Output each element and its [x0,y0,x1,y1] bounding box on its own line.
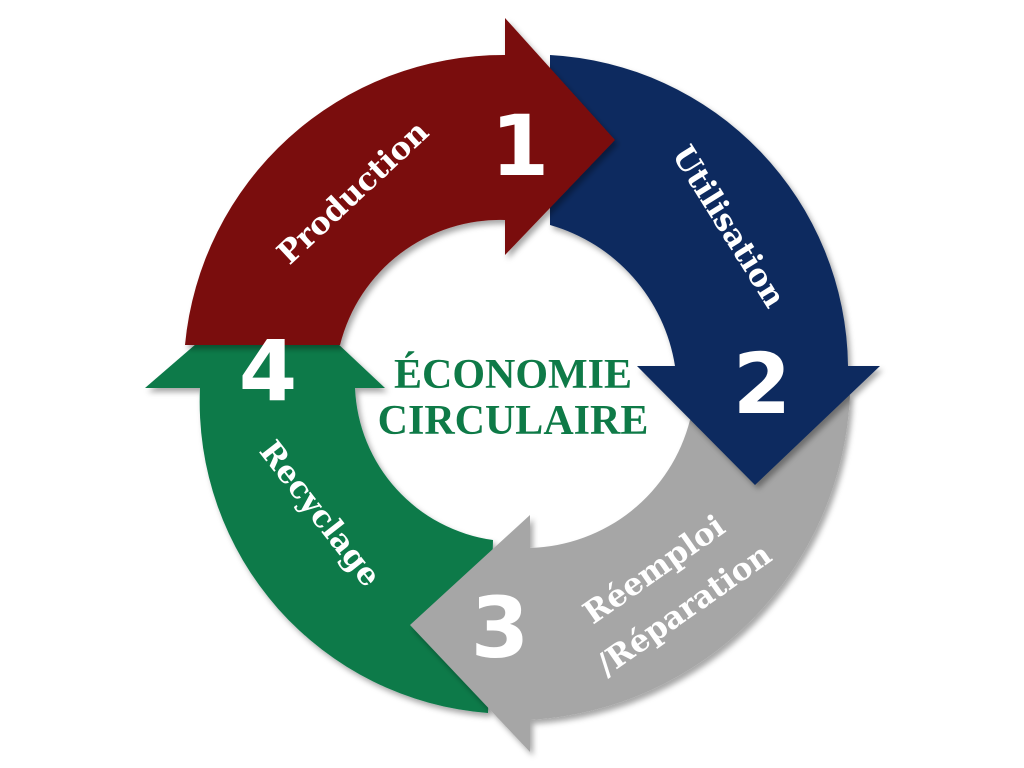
segment-recyclage [145,280,493,713]
segment-utilisation [550,55,880,485]
center-title-line1: ÉCONOMIE [394,351,632,398]
step-number-2: 2 [733,335,791,433]
segment-production [185,18,615,345]
center-title-line2: CIRCULAIRE [378,398,649,444]
step-number-4: 4 [239,322,297,420]
step-number-3: 3 [471,579,529,677]
step-number-1: 1 [491,97,549,195]
segment-reemploi [410,395,850,752]
